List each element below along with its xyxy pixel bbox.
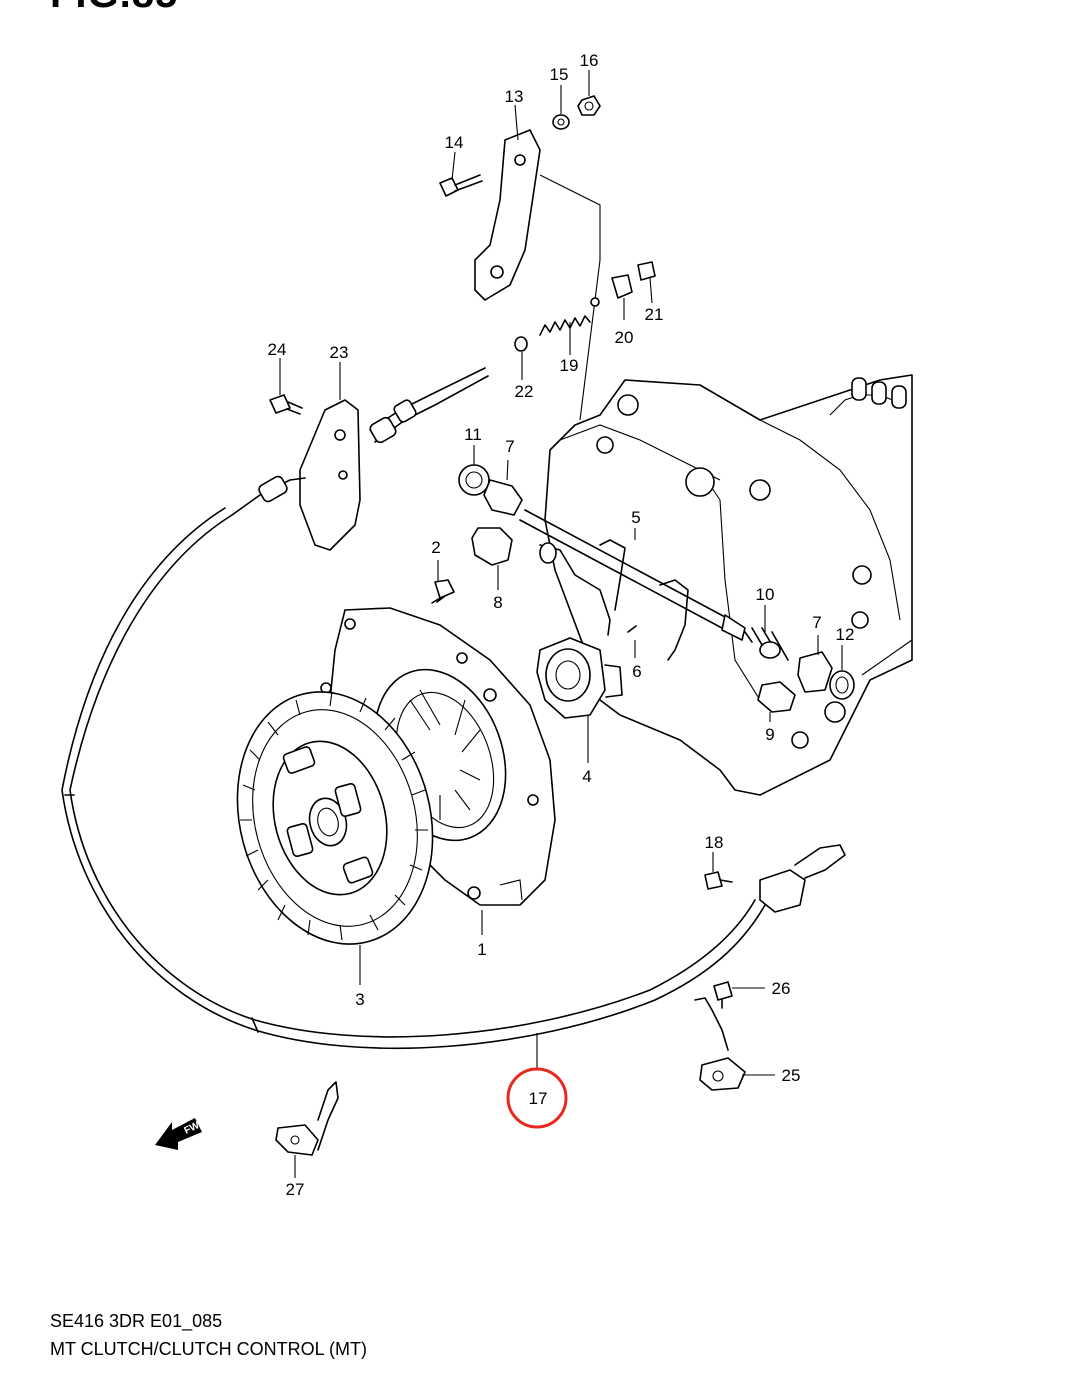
bushing-8	[471, 527, 513, 566]
washer-15	[552, 114, 570, 130]
spring-10	[744, 627, 789, 661]
parts-diagram: FWD 1 2 3 4 5 6	[61, 51, 913, 1199]
bolt-24	[269, 394, 303, 415]
callout-13: 13	[505, 87, 524, 106]
callout-27: 27	[286, 1180, 305, 1199]
callout-labels: 1 2 3 4 5 6 7 7 8 9 10 11 12 13 14 15 16…	[268, 51, 855, 1199]
clip-27	[275, 1081, 339, 1156]
clutch-disc-3	[236, 691, 434, 945]
callout-20: 20	[615, 328, 634, 347]
spring-19	[539, 297, 600, 336]
callout-22: 22	[515, 382, 534, 401]
release-bearing-4	[536, 637, 623, 719]
transmission-housing	[539, 174, 913, 796]
bolt-2	[431, 579, 455, 604]
callout-2: 2	[431, 538, 440, 557]
clutch-cable-17	[61, 507, 846, 1050]
callout-21: 21	[645, 305, 664, 324]
callout-12: 12	[836, 625, 855, 644]
callout-7-lower: 7	[812, 613, 821, 632]
callout-5: 5	[631, 508, 640, 527]
callout-16: 16	[580, 51, 599, 70]
washer-22	[514, 336, 528, 352]
leader-lines	[279, 70, 843, 1178]
callout-19: 19	[560, 356, 579, 375]
callout-15: 15	[550, 65, 569, 84]
callout-18: 18	[705, 833, 724, 852]
callout-6: 6	[632, 662, 641, 681]
callout-23: 23	[330, 343, 349, 362]
bracket-13	[474, 129, 541, 301]
callout-24: 24	[268, 340, 287, 359]
bushing-7-upper	[483, 479, 523, 516]
callout-9: 9	[765, 725, 774, 744]
model-code: SE416 3DR E01_085	[50, 1311, 223, 1331]
bolt-14	[439, 174, 483, 197]
nut-16	[577, 95, 601, 116]
clutch-cover-1	[320, 607, 556, 906]
cable-end-upper	[231, 367, 489, 516]
fwd-arrow-icon: FWD	[155, 1117, 208, 1150]
section-name: MT CLUTCH/CLUTCH CONTROL (MT)	[50, 1339, 367, 1359]
pin-9	[757, 681, 796, 713]
callout-11: 11	[464, 425, 482, 444]
bushing-7-lower	[797, 651, 833, 693]
callout-7-upper: 7	[505, 437, 514, 456]
callout-4: 4	[582, 767, 591, 786]
highlight-circle	[506, 1067, 568, 1129]
release-shaft-5	[519, 509, 746, 661]
seal-12	[829, 670, 855, 700]
callout-17: 17	[529, 1089, 548, 1108]
callout-14: 14	[445, 133, 464, 152]
bolt-18	[704, 871, 733, 890]
figure-title: FIG.85	[50, 0, 178, 17]
clip-25	[694, 997, 746, 1091]
bushing-20	[611, 274, 633, 299]
callout-3: 3	[355, 990, 364, 1009]
bolt-26	[713, 981, 733, 1009]
bracket-23	[299, 399, 361, 551]
callout-26: 26	[772, 979, 791, 998]
callout-25: 25	[782, 1066, 801, 1085]
oil-seal-11	[458, 464, 490, 496]
callout-1: 1	[477, 940, 486, 959]
callout-10: 10	[756, 585, 775, 604]
callout-8: 8	[493, 593, 502, 612]
clip-21	[637, 261, 656, 281]
